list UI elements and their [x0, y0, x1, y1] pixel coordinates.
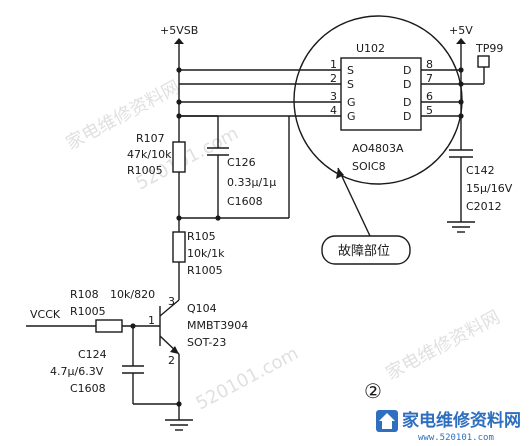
- ic-pin-8-num: 8: [426, 58, 433, 71]
- site-logo: 家电维修资料网 www.520101.com: [376, 410, 521, 443]
- vcck-label: VCCK: [30, 308, 61, 321]
- r107-value: 47k/10k: [127, 148, 172, 161]
- watermark-text-1: 家电维修资料网: [62, 77, 183, 155]
- ic-ref: U102: [356, 42, 385, 55]
- r107-ref: R107: [136, 132, 165, 145]
- ic-pin-2-num: 2: [330, 72, 337, 85]
- ground-symbol-q104: [165, 404, 193, 431]
- logo-text: 家电维修资料网: [402, 410, 521, 431]
- watermark-text-2: 家电维修资料网: [382, 307, 503, 385]
- c142-package: C2012: [466, 200, 502, 213]
- rail-5v-label: +5V: [449, 24, 473, 37]
- r105-package: R1005: [187, 264, 223, 277]
- ic-pin-7-num: 7: [426, 72, 433, 85]
- c124-ref: C124: [78, 348, 107, 361]
- ic-pin-6-fn: D: [403, 96, 411, 109]
- r107-resistor: [172, 141, 186, 173]
- ground-symbol-c142: [447, 212, 475, 233]
- fault-callout-box: [321, 235, 411, 265]
- c126-value: 0.33μ/1μ: [227, 176, 276, 189]
- watermark-url-2: 520101.com: [192, 343, 302, 415]
- q104-package: SOT-23: [187, 336, 226, 349]
- logo-url: www.520101.com: [418, 433, 494, 443]
- ic-part-number: AO4803A: [352, 142, 404, 155]
- r107-package: R1005: [127, 164, 163, 177]
- ic-body: [340, 57, 422, 131]
- ic-pin-6-num: 6: [426, 90, 433, 103]
- r105-resistor: [172, 231, 186, 263]
- ic-pin-3-num: 3: [330, 90, 337, 103]
- rail-5v: +5V: [449, 24, 473, 52]
- ic-pin-4-fn: G: [347, 110, 356, 123]
- fault-callout-text: 故障部位: [338, 244, 390, 259]
- c142-value: 15μ/16V: [466, 182, 513, 195]
- ic-pin-7-fn: D: [403, 78, 411, 91]
- q104-transistor: [159, 296, 180, 404]
- r108-ref: R108: [70, 288, 99, 301]
- ic-pin-5-fn: D: [403, 110, 411, 123]
- ic-pin-3-fn: G: [347, 96, 356, 109]
- r108-value: 10k/820: [110, 288, 155, 301]
- ic-pin-8-fn: D: [403, 64, 411, 77]
- watermark: 家电维修资料网 520101.com 家电维修资料网 520101.com: [62, 77, 503, 415]
- ic-pin-5-num: 5: [426, 104, 433, 117]
- q104-ref: Q104: [187, 302, 217, 315]
- q104-pin-b: 1: [148, 314, 155, 327]
- r108-package: R1005: [70, 305, 106, 318]
- ic-pin-1-num: 1: [330, 58, 337, 71]
- c126-ref: C126: [227, 156, 256, 169]
- r105-value: 10k/1k: [187, 247, 225, 260]
- q104-pin-c: 3: [168, 295, 175, 308]
- c124-value: 4.7μ/6.3V: [50, 365, 104, 378]
- ic-pin-2-fn: S: [347, 78, 354, 91]
- c124-package: C1608: [70, 382, 106, 395]
- ic-pin-1-fn: S: [347, 64, 354, 77]
- figure-marker: ②: [364, 379, 382, 403]
- tp99-testpoint: [477, 55, 490, 68]
- r105-ref: R105: [187, 230, 216, 243]
- c126-package: C1608: [227, 195, 263, 208]
- q104-part: MMBT3904: [187, 319, 248, 332]
- q104-pin-e: 2: [168, 354, 175, 367]
- c142-ref: C142: [466, 164, 495, 177]
- r108-resistor: [95, 319, 123, 333]
- ic-pin-4-num: 4: [330, 104, 337, 117]
- rail-5vsb-label: +5VSB: [160, 24, 198, 37]
- tp99-label: TP99: [475, 42, 503, 55]
- rail-5vsb: +5VSB: [160, 24, 198, 52]
- ic-package: SOIC8: [352, 160, 386, 173]
